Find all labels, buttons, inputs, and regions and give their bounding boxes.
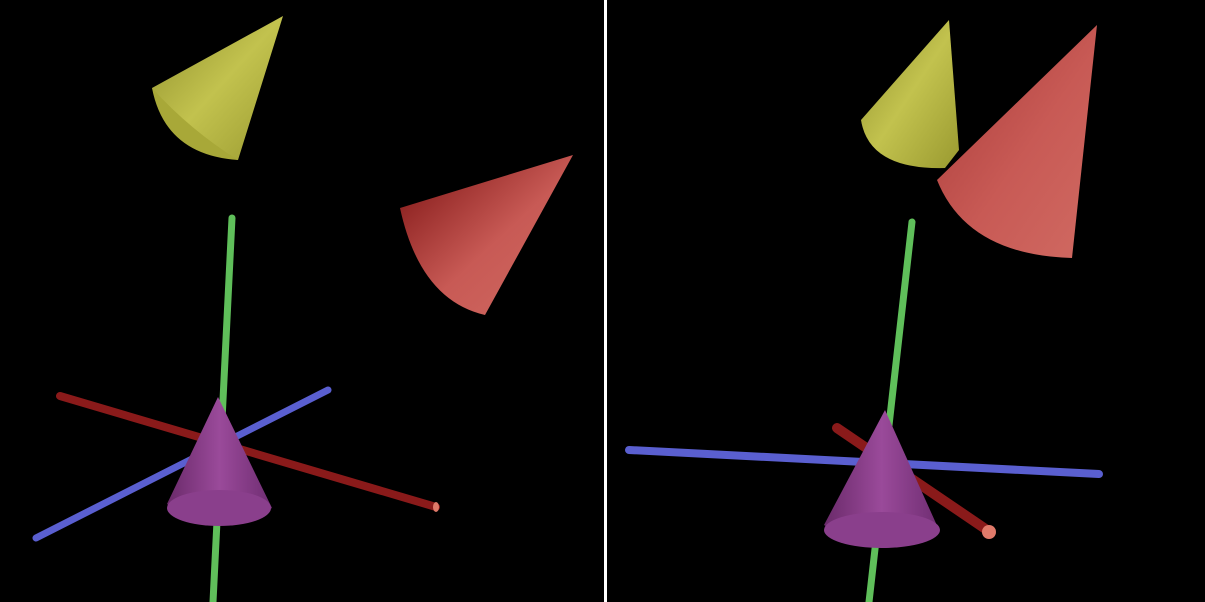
red-cone bbox=[400, 155, 573, 315]
yellow-cone bbox=[152, 16, 283, 160]
right-scene bbox=[607, 0, 1205, 602]
left-scene bbox=[0, 0, 604, 602]
red-cone bbox=[937, 25, 1097, 258]
yellow-cone bbox=[861, 20, 959, 168]
left-viewport bbox=[0, 0, 604, 602]
right-viewport bbox=[607, 0, 1205, 602]
